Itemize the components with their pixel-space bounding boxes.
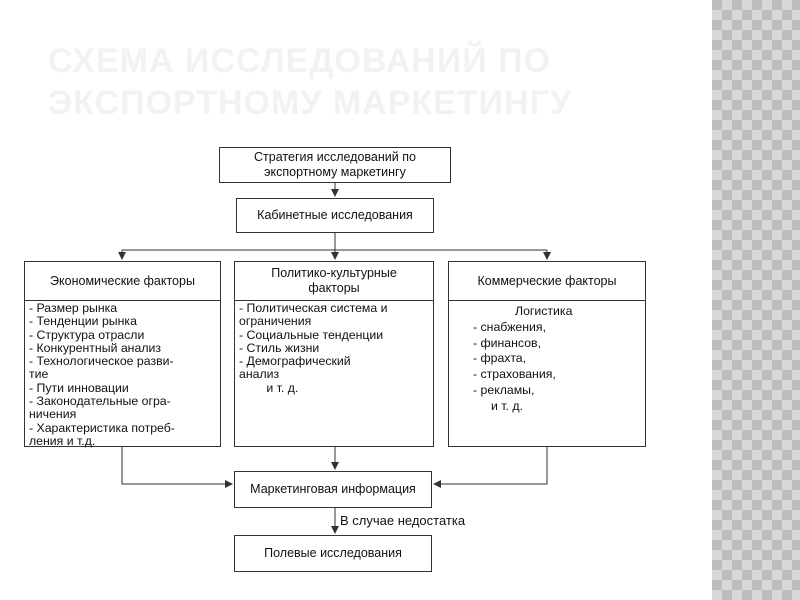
list-item: тие: [29, 367, 49, 382]
list-item: - Конкурентный анализ: [29, 340, 161, 355]
list-item: - Социальные тенденции: [239, 327, 384, 342]
list-item: - снабжения,: [473, 319, 546, 334]
list-item: - Пути инновации: [29, 380, 129, 395]
marketing-info-box: Маркетинговая информация: [234, 471, 432, 508]
political-factors-box: Политико-культурные факторы - Политическ…: [234, 261, 434, 447]
list-item: и т. д.: [491, 398, 523, 413]
shortage-note: В случае недостатка: [340, 513, 466, 528]
list-item: анализ: [239, 367, 280, 382]
list-item: - Размер рынка: [29, 301, 118, 315]
economic-factors-list: - Размер рынка - Тенденции рынка - Струк…: [29, 301, 216, 448]
list-item: - Структура отрасли: [29, 327, 145, 342]
commercial-factors-header: Коммерческие факторы: [449, 262, 645, 301]
list-item: - Тенденции рынка: [29, 314, 137, 329]
political-factors-header: Политико-культурные факторы: [235, 262, 433, 301]
slide-title: СХЕМА ИССЛЕДОВАНИЙ ПО ЭКСПОРТНОМУ МАРКЕТ…: [48, 42, 573, 122]
arrow-commercial-to-info: [433, 447, 548, 488]
list-item: - страхования,: [473, 367, 556, 382]
list-item: - Стиль жизни: [239, 340, 320, 355]
list-item: ничения: [29, 407, 77, 422]
economic-factors-header: Экономические факторы: [25, 262, 220, 301]
list-item: - фрахта,: [473, 351, 527, 366]
list-item: ограничения: [239, 314, 312, 329]
commercial-factors-list: Логистика - снабжения, - финансов, - фра…: [453, 304, 641, 415]
list-item: и т. д.: [239, 380, 299, 395]
list-item: Логистика: [515, 304, 573, 318]
list-item: - финансов,: [473, 335, 541, 350]
economic-factors-box: Экономические факторы - Размер рынка - Т…: [24, 261, 221, 448]
list-item: - Законодательные огра-: [29, 394, 171, 409]
commercial-factors-box: Коммерческие факторы Логистика - снабжен…: [448, 261, 646, 447]
strategy-box: Стратегия исследований по экспортному ма…: [219, 147, 451, 183]
political-factors-list: - Политическая система и ограничения - С…: [239, 301, 429, 395]
arrow-economic-to-info: [121, 447, 233, 488]
field-research-box: Полевые исследования: [234, 535, 432, 572]
list-item: ления и т.д.: [29, 433, 96, 448]
list-item: - Политическая система и: [239, 301, 388, 315]
list-item: - Характеристика потреб-: [29, 420, 175, 435]
list-item: - рекламы,: [473, 382, 535, 397]
decorative-side-pattern: [712, 0, 800, 600]
desk-research-box: Кабинетные исследования: [236, 198, 434, 233]
list-item: - Технологическое разви-: [29, 354, 174, 369]
list-item: - Демографический: [239, 354, 351, 369]
